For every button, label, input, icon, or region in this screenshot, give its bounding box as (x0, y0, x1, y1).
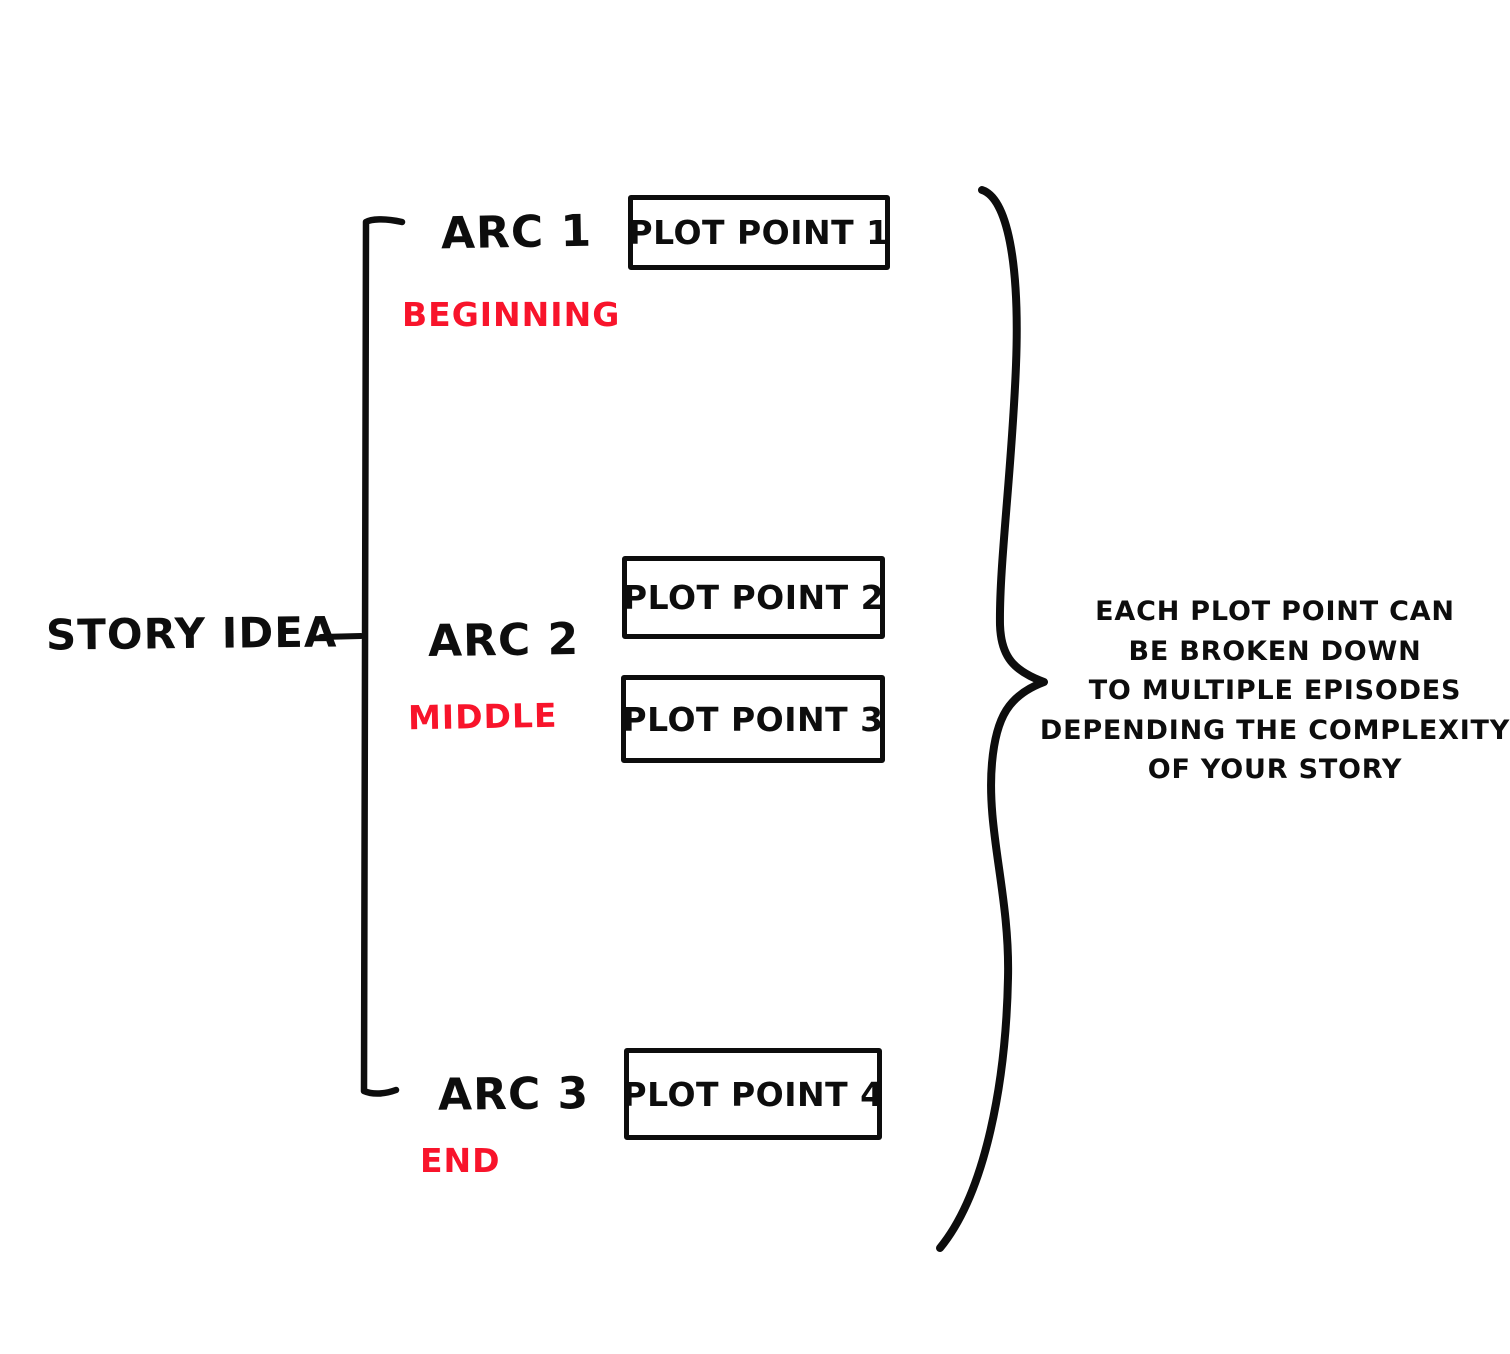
root-connector-line (318, 633, 364, 640)
arc-1-stage-label: BEGINNING (402, 295, 621, 334)
story-idea-label: STORY IDEA (45, 607, 338, 660)
annotation-line-5: OF YOUR STORY (1147, 754, 1403, 785)
plot-point-3-label: PLOT POINT 3 (622, 699, 884, 739)
plot-points-brace-icon (936, 186, 1048, 1252)
annotation-line-3: TO MULTIPLE EPISODES (1088, 675, 1462, 706)
annotation-line-4: DEPENDING THE COMPLEXITY (1039, 714, 1510, 746)
annotation-text: EACH PLOT POINT CAN BE BROKEN DOWN TO MU… (1038, 592, 1510, 790)
plot-point-2-box: PLOT POINT 2 (622, 556, 885, 639)
plot-point-2-label: PLOT POINT 2 (622, 578, 885, 617)
plot-point-3-box: PLOT POINT 3 (621, 675, 885, 763)
plot-point-4-label: PLOT POINT 4 (622, 1074, 884, 1114)
arc-bracket (360, 216, 406, 1097)
arc-3-label: ARC 3 (437, 1068, 590, 1121)
annotation-line-1: EACH PLOT POINT CAN (1095, 596, 1455, 627)
arc-2-stage-label: MIDDLE (407, 695, 558, 738)
arc-1-label: ARC 1 (440, 205, 593, 260)
annotation-line-2: BE BROKEN DOWN (1128, 635, 1422, 667)
arc-3-stage-label: END (420, 1141, 501, 1180)
arc-2-label: ARC 2 (427, 613, 580, 668)
plot-point-4-box: PLOT POINT 4 (622, 1048, 884, 1140)
plot-point-1-label: PLOT POINT 1 (628, 213, 890, 252)
plot-point-1-box: PLOT POINT 1 (628, 195, 890, 270)
